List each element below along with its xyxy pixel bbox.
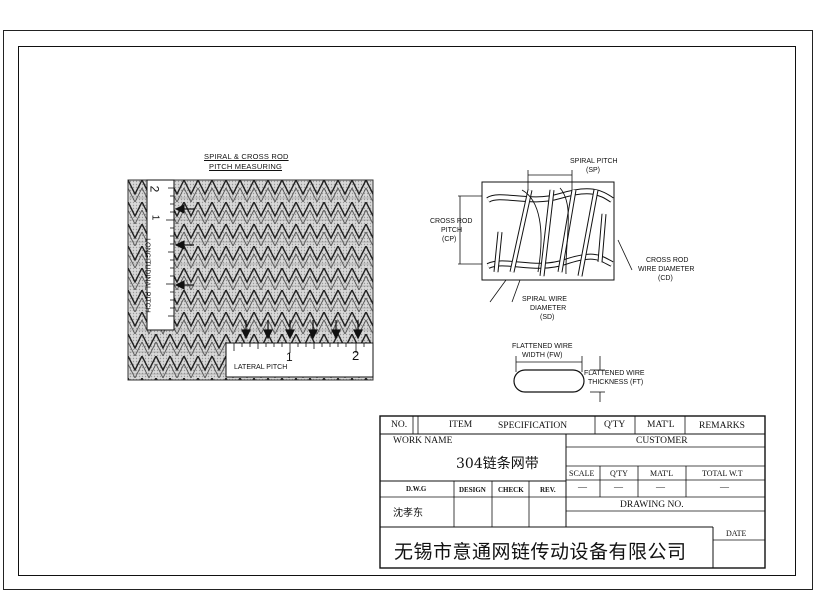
tb-dash-1: — bbox=[578, 482, 587, 492]
tb-dwg: D.W.G bbox=[406, 485, 427, 493]
spiral-frame bbox=[481, 181, 615, 281]
horizontal-ruler-tick-2: 2 bbox=[352, 348, 360, 363]
tb-total-wt: TOTAL W.T bbox=[702, 469, 743, 478]
horizontal-ruler-label: LATERAL PITCH bbox=[234, 364, 288, 371]
cross-rod-diameter-label-1: CROSS ROD bbox=[646, 257, 689, 264]
cross-rod-diameter-abbr: (CD) bbox=[658, 275, 673, 282]
tb-qty: Q'TY bbox=[604, 420, 626, 430]
tb-matl-2: MAT'L bbox=[650, 469, 674, 478]
tb-no: NO. bbox=[391, 420, 408, 430]
tb-drawer-name: 沈孝东 bbox=[393, 508, 423, 519]
horizontal-ruler bbox=[225, 342, 374, 378]
outer-border bbox=[3, 30, 813, 590]
tb-dash-3: — bbox=[656, 482, 665, 492]
tb-matl: MAT'L bbox=[647, 420, 675, 430]
spiral-pitch-abbr: (SP) bbox=[586, 167, 600, 174]
cross-rod-pitch-abbr: (CP) bbox=[442, 236, 457, 243]
tb-customer: CUSTOMER bbox=[636, 436, 688, 446]
tb-rev: REV. bbox=[540, 486, 556, 494]
spiral-wire-diameter-abbr: (SD) bbox=[540, 314, 555, 321]
tb-company-name: 无锡市意通网链传动设备有限公司 bbox=[394, 541, 687, 563]
spiral-wire-diameter-label-1: SPIRAL WIRE bbox=[522, 296, 567, 303]
tb-check: CHECK bbox=[498, 486, 524, 494]
cross-rod-diameter-label-2: WIRE DIAMETER bbox=[638, 266, 694, 273]
tb-work-name: WORK NAME bbox=[393, 436, 453, 446]
diagram-title-line1: SPIRAL & CROSS ROD bbox=[204, 152, 289, 161]
diagram-title-line2: PITCH MEASURING bbox=[209, 162, 283, 171]
tb-specification: SPECIFICATION bbox=[498, 421, 568, 431]
tb-qty-2: Q'TY bbox=[610, 469, 628, 478]
spiral-wire-diameter-label-2: DIAMETER bbox=[530, 305, 567, 312]
flat-wire-thickness-label-2: THICKNESS (FT) bbox=[588, 379, 644, 386]
tb-remarks: REMARKS bbox=[699, 421, 745, 431]
tb-scale: SCALE bbox=[569, 469, 595, 478]
flattened-wire-shape bbox=[513, 369, 585, 393]
tb-drawing-no: DRAWING NO. bbox=[620, 500, 684, 510]
horizontal-ruler-tick-1: 1 bbox=[286, 350, 293, 364]
flat-wire-width-label-1: FLATTENED WIRE bbox=[512, 343, 573, 350]
cross-rod-pitch-label-2: PITCH bbox=[441, 227, 462, 234]
tb-dash-2: — bbox=[614, 482, 623, 492]
flat-wire-width-label-2: WIDTH (FW) bbox=[522, 352, 563, 359]
cross-rod-pitch-label-1: CROSS ROD bbox=[430, 218, 473, 225]
inner-border bbox=[18, 46, 796, 576]
tb-dash-4: — bbox=[720, 482, 729, 492]
tb-design: DESIGN bbox=[459, 486, 486, 494]
tb-item: ITEM bbox=[449, 420, 473, 430]
vertical-ruler bbox=[146, 179, 175, 331]
flat-wire-thickness-label-1: FLATTENED WIRE bbox=[584, 370, 645, 377]
tb-date: DATE bbox=[726, 529, 747, 538]
spiral-pitch-label: SPIRAL PITCH bbox=[570, 158, 618, 165]
tb-product-name: 304链条网带 bbox=[456, 456, 539, 472]
